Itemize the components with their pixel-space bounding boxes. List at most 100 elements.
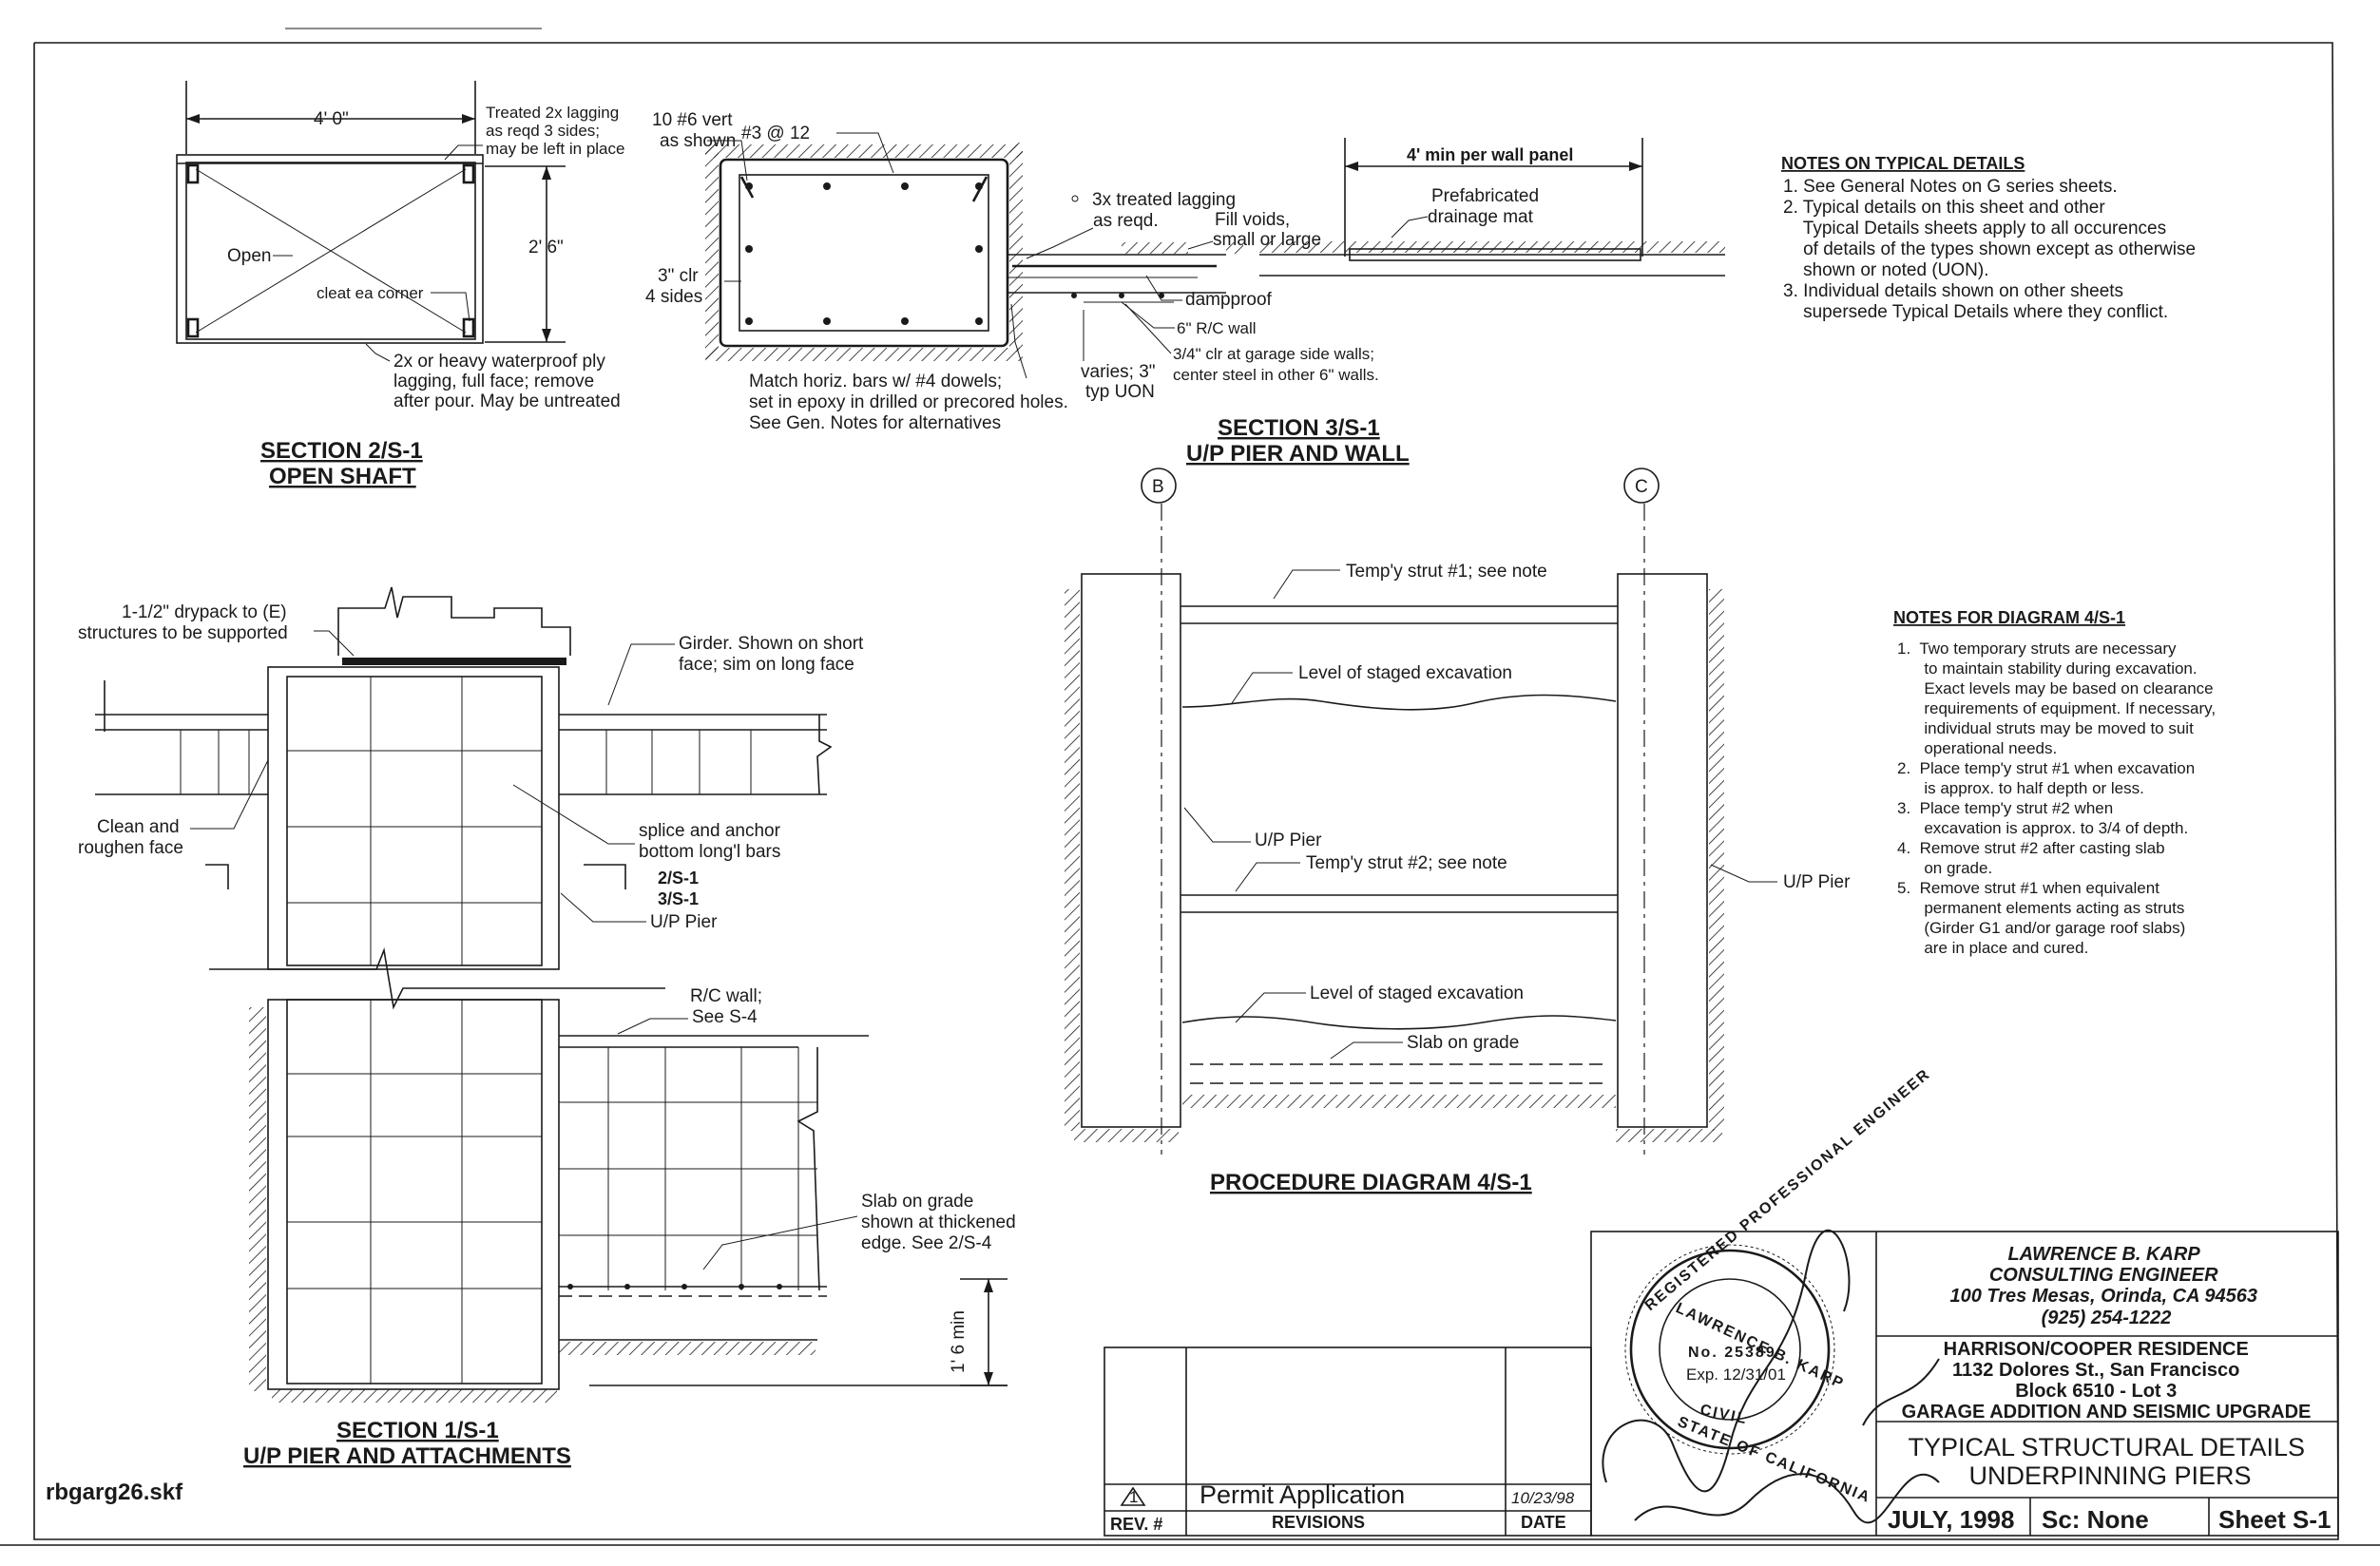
revision-block: 1 Permit Application 10/23/98 REV. # REV… — [1104, 1346, 1592, 1537]
pier-lower — [267, 999, 560, 1390]
soil-hatch-top — [705, 144, 1023, 158]
signature-2 — [1634, 1473, 1940, 1524]
level-1-label: Level of staged excavation — [1298, 663, 1512, 683]
vertical-bars — [745, 182, 983, 325]
section-1-pier-attachments: 1' 6 min 1-1/2" drypack to (E) structure… — [78, 586, 1016, 1469]
grid-bubble-b — [1141, 468, 1177, 504]
note-clean: Clean and roughen face — [78, 817, 184, 858]
pier-lower-cage — [286, 999, 543, 1385]
soil-hatch-right — [1009, 143, 1023, 352]
seal-expiry: Exp. 12/31/01 — [1686, 1365, 1786, 1384]
leader-dampproof — [1145, 275, 1182, 301]
note-splice: splice and anchor bottom long'l bars — [639, 821, 785, 862]
grid-label-b: B — [1152, 477, 1164, 497]
existing-structure — [337, 586, 571, 656]
label-cleat: cleat ea corner — [317, 284, 424, 302]
section-3-title: SECTION 3/S-1 — [1218, 415, 1380, 441]
panel-dim: 4' min per wall panel — [1407, 145, 1573, 164]
leader-ply — [365, 343, 391, 362]
slab-label: Slab on grade — [1407, 1033, 1519, 1053]
leader-panel — [1391, 216, 1429, 239]
soil-hatch-base — [1182, 1095, 1616, 1108]
note-ties: #3 @ 12 — [741, 124, 810, 143]
note-varies: varies; 3" typ UON — [1081, 362, 1161, 402]
shaft-outline — [176, 154, 484, 344]
note-dampproof: dampproof — [1185, 290, 1273, 310]
soil-hatch-wall-2 — [1226, 242, 1243, 254]
soil-hatch-pier-right — [1709, 589, 1724, 1131]
revision-mark: 1 — [1129, 1488, 1138, 1506]
soil-hatch-panel — [1259, 241, 1725, 253]
note-vert-bars: 10 #6 vert as shown — [652, 110, 738, 151]
pier-right-label: U/P Pier — [1783, 872, 1851, 892]
soil-hatch-base-1 — [272, 1389, 557, 1403]
ref-3-s1: 3/S-1 — [658, 889, 699, 908]
notes-diagram-heading: NOTES FOR DIAGRAM 4/S-1 — [1893, 608, 2125, 627]
soil-hatch-bottom — [705, 348, 1023, 361]
section-3-pier-and-wall: 10 #6 vert as shown #3 @ 12 3" clr 4 sid… — [645, 110, 1725, 467]
sheet-number: Sheet S-1 — [2218, 1505, 2332, 1534]
drypack — [342, 658, 566, 665]
title-frame — [1590, 1231, 2339, 1537]
grid-label-c: C — [1635, 477, 1648, 497]
seal-state: STATE OF CALIFORNIA — [1676, 1414, 1873, 1506]
pier-left — [1081, 573, 1181, 1128]
open-diagonal-2 — [195, 168, 467, 334]
soil-hatch-base-left — [1074, 1129, 1179, 1142]
procedure-diagram-4: B C Temp'y strut #1; see note Level of s… — [1065, 468, 1851, 1195]
notes-typical-details: NOTES ON TYPICAL DETAILS 1. See General … — [1781, 154, 2196, 322]
signature-3 — [1862, 1358, 1940, 1426]
ref-2-s1: 2/S-1 — [658, 869, 699, 888]
note-drypack: 1-1/2" drypack to (E) structures to be s… — [78, 602, 292, 643]
note-wall: 6" R/C wall — [1177, 319, 1257, 337]
leader-ties — [836, 132, 894, 174]
sheet-border — [33, 42, 2339, 1540]
dim-min: 1' 6 min — [949, 1310, 969, 1373]
dim-width: 4' 0" — [314, 109, 349, 129]
section-1-title: SECTION 1/S-1 — [336, 1418, 499, 1443]
lagging-bullet — [1071, 195, 1079, 202]
soil-hatch-base-right — [1616, 1129, 1722, 1142]
seal-number: No. 25389 — [1688, 1345, 1776, 1361]
panel-label: Prefabricated drainage mat — [1428, 186, 1544, 227]
leader-steel — [1124, 303, 1172, 354]
leader-drypack — [314, 630, 355, 657]
col-revisions: REVISIONS — [1272, 1513, 1365, 1532]
project-info: HARRISON/COOPER RESIDENCE 1132 Dolores S… — [1902, 1339, 2312, 1423]
pier-left-label: U/P Pier — [1255, 831, 1322, 850]
note-pier-1: U/P Pier — [650, 912, 718, 932]
girder-right-break — [816, 715, 833, 795]
grid-bubble-c — [1623, 468, 1660, 504]
leader-slab — [1330, 1041, 1403, 1060]
pier-upper — [267, 666, 560, 970]
col-date: DATE — [1521, 1513, 1566, 1532]
drawing-date: JULY, 1998 — [1888, 1505, 2014, 1534]
cleat-br — [462, 317, 475, 338]
break-line — [209, 947, 665, 1010]
revision-entry: Permit Application — [1200, 1480, 1405, 1509]
soil-hatch-left — [705, 143, 719, 359]
leader-strut-2 — [1235, 862, 1300, 892]
leader-3x-lagging — [1026, 227, 1094, 259]
tie-outline — [739, 174, 989, 332]
seal-inner-ring — [1659, 1278, 1801, 1421]
leader-splice — [512, 784, 635, 845]
leader-vert — [707, 140, 748, 181]
leader-girder — [607, 643, 675, 706]
strut-2-label: Temp'y strut #2; see note — [1306, 853, 1507, 873]
splice-mark-right — [584, 864, 626, 889]
leader-level-1 — [1231, 672, 1293, 704]
leader-rc-wall — [617, 1018, 688, 1035]
leader-lagging — [444, 144, 483, 161]
cleat-bl — [186, 317, 200, 338]
leader-slab-grade — [702, 1215, 858, 1270]
note-girder: Girder. Shown on short face; sim on long… — [679, 634, 869, 675]
sheet-title: TYPICAL STRUCTURAL DETAILS UNDERPINNING … — [1908, 1433, 2312, 1490]
soil-hatch-pier-left — [1065, 589, 1080, 1131]
leader-fill — [1187, 240, 1214, 250]
leader-dowels — [1010, 303, 1027, 379]
note-3x-lagging: 3x treated lagging as reqd. — [1092, 190, 1240, 231]
revision-date: 10/23/98 — [1511, 1489, 1575, 1507]
diagram-4-title: PROCEDURE DIAGRAM 4/S-1 — [1210, 1170, 1532, 1195]
